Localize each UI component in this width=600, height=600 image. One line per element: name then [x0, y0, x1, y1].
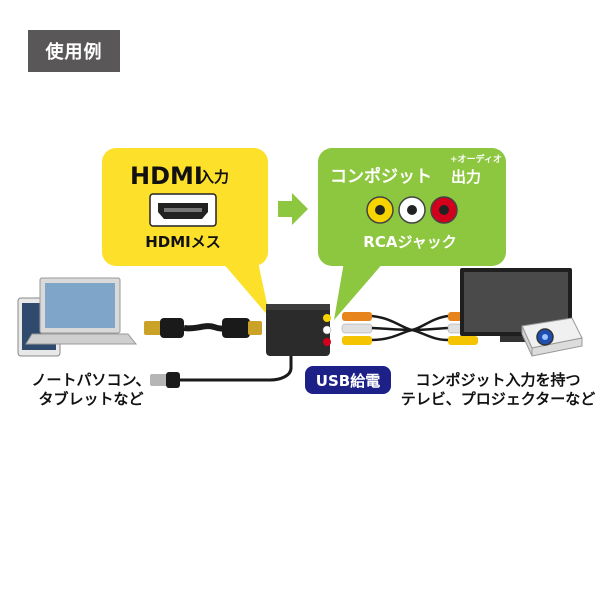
source-devices-caption-line2: タブレットなど	[38, 390, 144, 408]
target-devices-caption-line2: テレビ、プロジェクターなど	[400, 390, 596, 408]
rca-jacks-icon	[366, 196, 458, 224]
converter-box-icon	[266, 304, 332, 356]
target-devices-caption: コンポジット入力を持つ テレビ、プロジェクターなど	[398, 371, 598, 409]
source-devices-caption: ノートパソコン、 タブレットなど	[8, 371, 174, 409]
hdmi-input-bubble: HDMI 入力 HDMIメス	[102, 148, 270, 318]
usage-example-label: 使用例	[28, 30, 120, 72]
hdmi-input-title: HDMI	[130, 162, 203, 190]
laptop-icon	[25, 277, 138, 345]
composite-output-bubble: コンポジット 出力 +オーディオ RCAジャック	[318, 148, 506, 320]
hdmi-cable-icon	[144, 318, 262, 338]
hdmi-female-label: HDMIメス	[145, 233, 221, 251]
hdmi-port-icon	[149, 193, 217, 227]
hdmi-input-suffix: 入力	[199, 168, 229, 186]
composite-output-title: コンポジット	[330, 166, 432, 187]
source-devices-caption-line1: ノートパソコン、	[31, 371, 151, 389]
rca-cable-icon	[341, 312, 479, 345]
usb-power-label: USB給電	[316, 372, 380, 390]
usb-power-badge: USB給電	[305, 366, 391, 394]
usb-cable-icon	[150, 356, 293, 388]
projector-icon	[521, 317, 583, 357]
direction-arrow-icon	[278, 193, 308, 225]
composite-output-suffix: 出力	[451, 168, 481, 186]
rca-jack-label: RCAジャック	[363, 233, 456, 251]
target-devices-caption-line1: コンポジット入力を持つ	[415, 371, 581, 389]
audio-superscript: +オーディオ	[450, 153, 502, 165]
